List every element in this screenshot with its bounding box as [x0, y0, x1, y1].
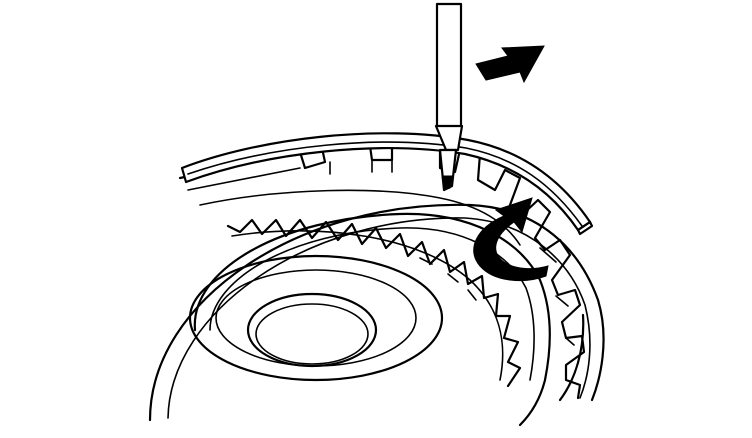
rotate-arrow-icon	[473, 197, 549, 282]
screwdriver-icon	[434, 2, 464, 192]
clutch-drum-icon	[148, 203, 605, 427]
hub-bore-icon	[188, 254, 444, 382]
clutch-plate-icon	[199, 189, 522, 388]
push-arrow-icon	[475, 45, 545, 84]
